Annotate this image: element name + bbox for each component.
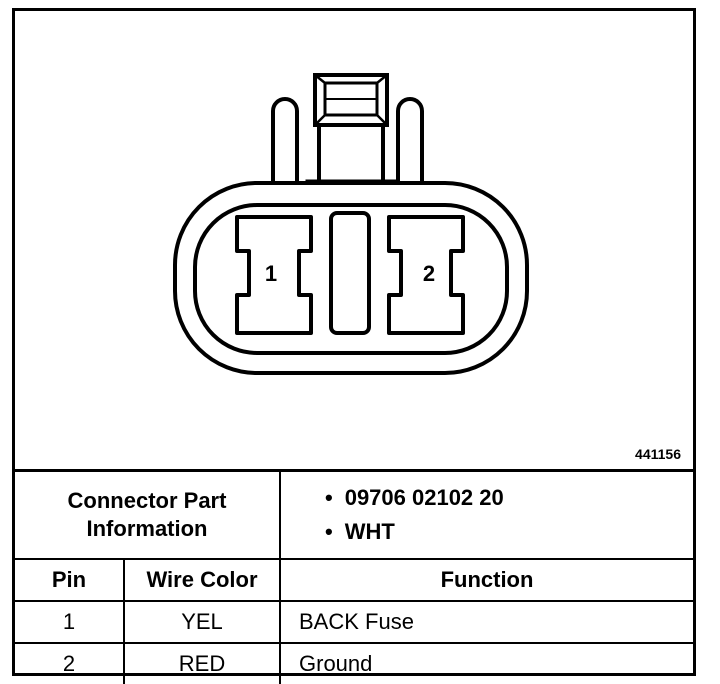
header-function: Function (279, 558, 693, 602)
wire-color-cell: RED (123, 642, 281, 684)
pin-cell: 2 (15, 642, 125, 684)
pin-label-1: 1 (265, 261, 277, 286)
connector-color: WHT (325, 515, 693, 549)
connector-housing-outer (173, 181, 529, 375)
part-info-row: Connector Part Information 09706 02102 2… (15, 469, 693, 560)
center-rib (329, 211, 371, 335)
pin-cavity-2 (387, 215, 465, 335)
connector-info-table: Connector Part Information 09706 02102 2… (15, 469, 693, 684)
pin-label-2: 2 (423, 261, 435, 286)
figure-id: 441156 (635, 446, 681, 462)
header-pin: Pin (15, 558, 125, 602)
connector-face-diagram: 1 2 (173, 73, 529, 375)
part-number: 09706 02102 20 (325, 481, 693, 515)
function-cell: BACK Fuse (279, 600, 693, 644)
part-info-label: Connector Part Information (15, 469, 281, 560)
pin-cell: 1 (15, 600, 125, 644)
connector-housing-inner (193, 203, 509, 355)
header-wire-color: Wire Color (123, 558, 281, 602)
function-cell: Ground (279, 642, 693, 684)
table-row: 1 YEL BACK Fuse (15, 600, 693, 644)
lock-tab-outer (313, 73, 389, 127)
table-row: 2 RED Ground (15, 642, 693, 684)
header-row: Pin Wire Color Function (15, 558, 693, 602)
connector-frame: 1 2 441156 Connector Part Information 09… (12, 8, 696, 684)
right-latch-finger (396, 97, 424, 183)
left-latch-finger (271, 97, 299, 183)
pin-cavity-1 (235, 215, 313, 335)
part-info-list: 09706 02102 20 WHT (279, 469, 693, 560)
wire-color-cell: YEL (123, 600, 281, 644)
